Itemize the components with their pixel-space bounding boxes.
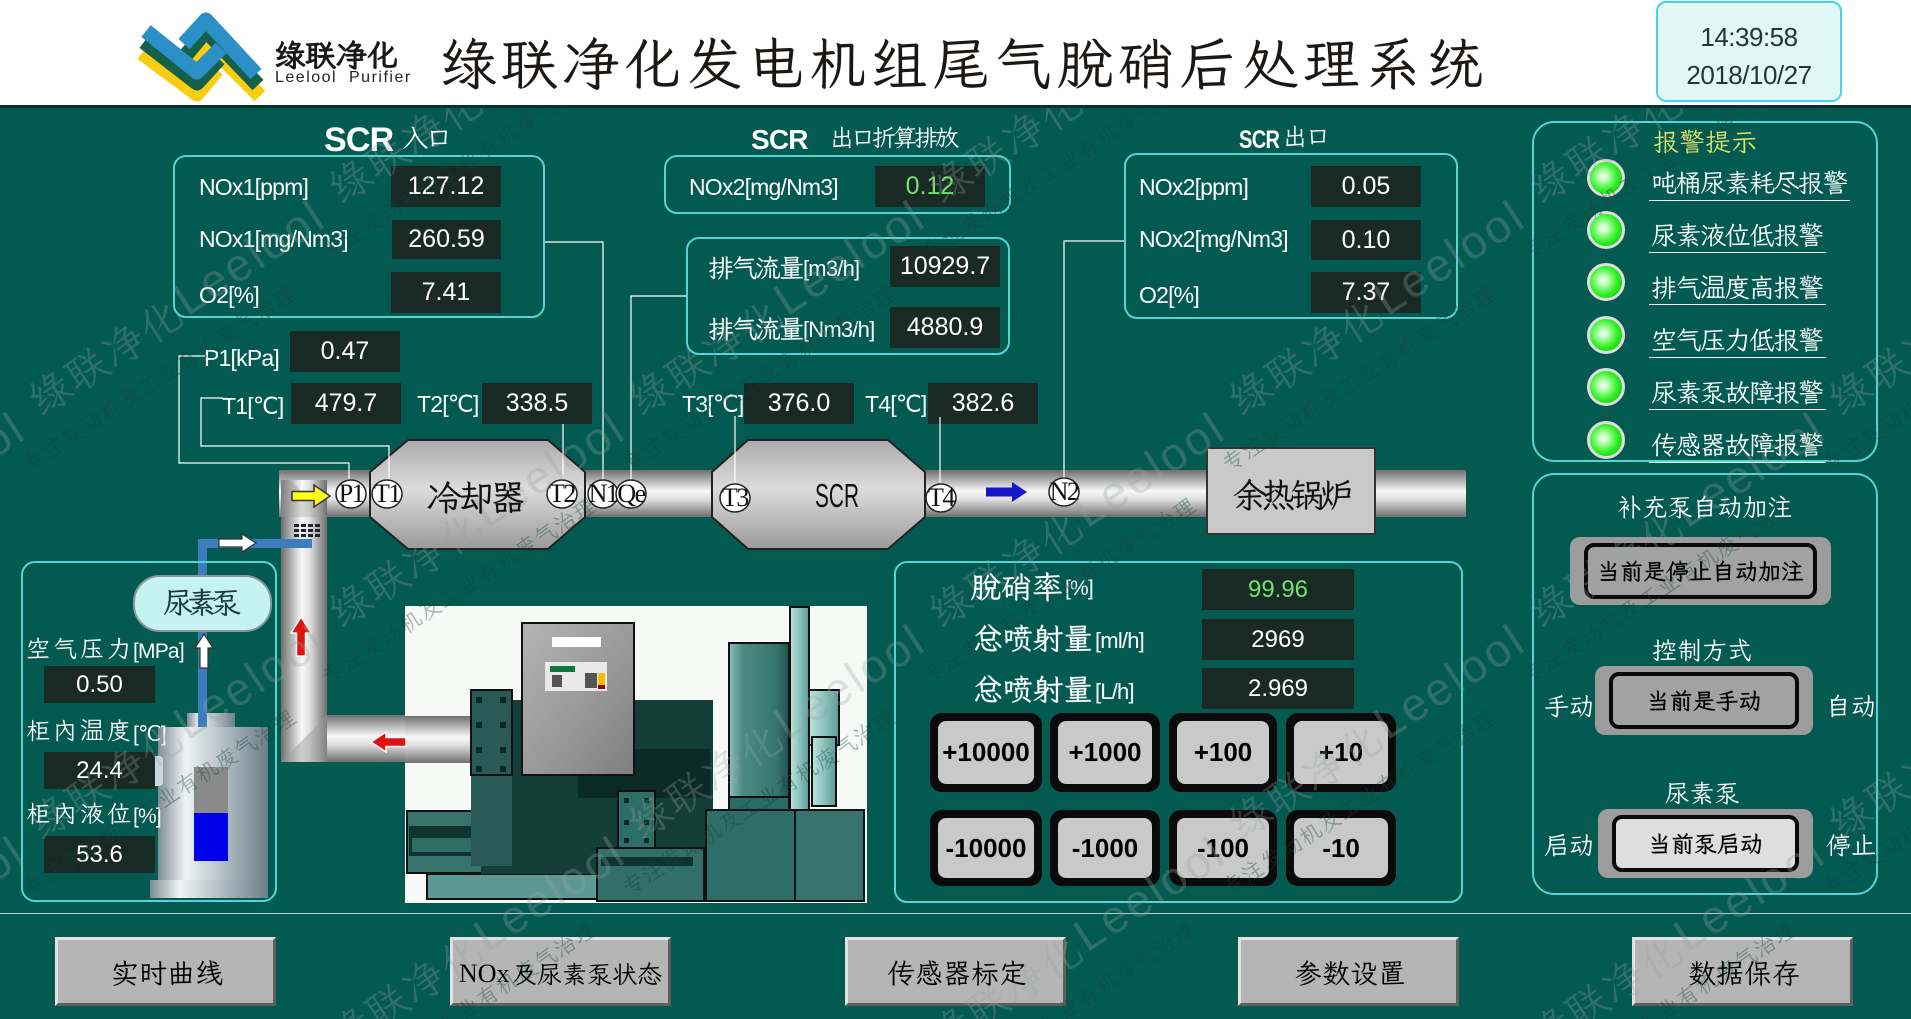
svg-text:N2: N2 [1050,477,1079,506]
svg-text:T2: T2 [549,479,575,508]
svg-text:P1: P1 [339,479,364,508]
svg-text:T1: T1 [374,479,400,508]
svg-text:SCR: SCR [815,477,859,514]
svg-text:T3: T3 [722,483,748,512]
svg-text:Qe: Qe [617,479,645,508]
svg-text:T4: T4 [928,483,955,512]
svg-text:N1: N1 [589,479,618,508]
